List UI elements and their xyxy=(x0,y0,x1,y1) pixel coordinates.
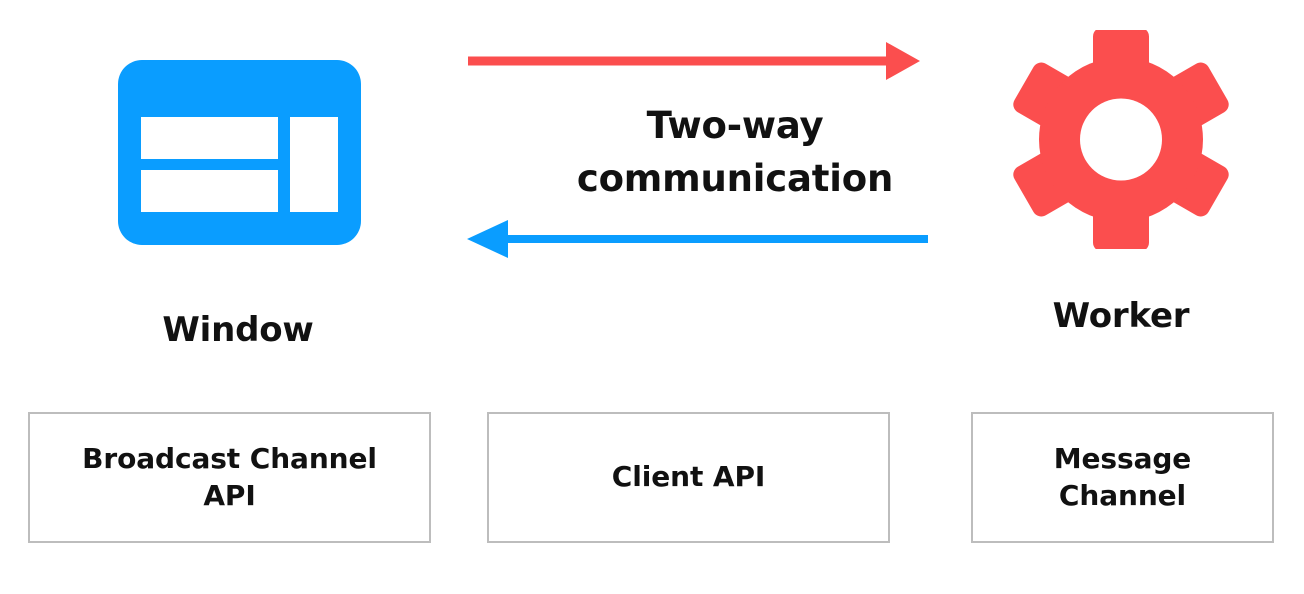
api-box-client-api[interactable]: Client API xyxy=(487,412,890,543)
api-box-line-1: Broadcast Channel xyxy=(82,442,377,476)
browser-window-icon xyxy=(118,60,361,245)
api-box-client-api-text: Client API xyxy=(611,459,766,495)
api-box-line-2: Channel xyxy=(1058,478,1187,512)
window-pane-bottom-left xyxy=(141,170,278,212)
window-pane-top-left xyxy=(141,117,278,159)
center-label: Two-way communication xyxy=(495,100,975,205)
arrow-worker-to-window xyxy=(467,220,928,258)
api-box-line-2: API xyxy=(203,478,256,512)
gear-icon xyxy=(1012,30,1230,249)
api-box-line-1: Message xyxy=(1053,442,1192,476)
api-box-message-channel-text: Message Channel xyxy=(1053,441,1192,514)
node-label-window: Window xyxy=(162,310,314,350)
center-label-line-2: communication xyxy=(576,156,894,200)
node-label-worker: Worker xyxy=(1052,296,1190,336)
center-label-line-1: Two-way xyxy=(646,104,824,147)
api-box-message-channel[interactable]: Message Channel xyxy=(971,412,1274,543)
api-box-line-1: Client API xyxy=(611,460,766,494)
api-box-broadcast-channel-api-text: Broadcast Channel API xyxy=(82,441,377,514)
api-box-broadcast-channel-api[interactable]: Broadcast Channel API xyxy=(28,412,431,543)
arrow-window-to-worker xyxy=(468,42,920,80)
window-pane-right xyxy=(290,117,338,212)
